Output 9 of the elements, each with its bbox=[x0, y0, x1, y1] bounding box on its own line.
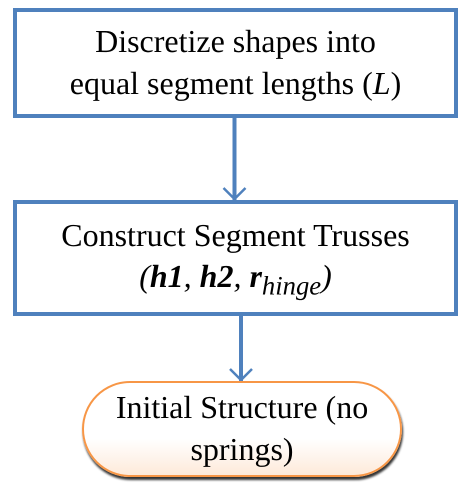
parameter-text: (h1, h2, r$_{hinge}$) bbox=[139, 256, 332, 301]
terminal-box bbox=[82, 381, 402, 477]
arrow bbox=[222, 118, 247, 200]
process-box bbox=[13, 200, 458, 316]
process-box bbox=[13, 8, 458, 118]
arrow bbox=[228, 316, 254, 382]
step-text: Discretize shapes into equal segment lengths (L) bbox=[68, 22, 402, 103]
step-text: Initial Structure (no springs) bbox=[114, 388, 370, 469]
step-text: Construct Segment Trusses bbox=[61, 216, 410, 255]
